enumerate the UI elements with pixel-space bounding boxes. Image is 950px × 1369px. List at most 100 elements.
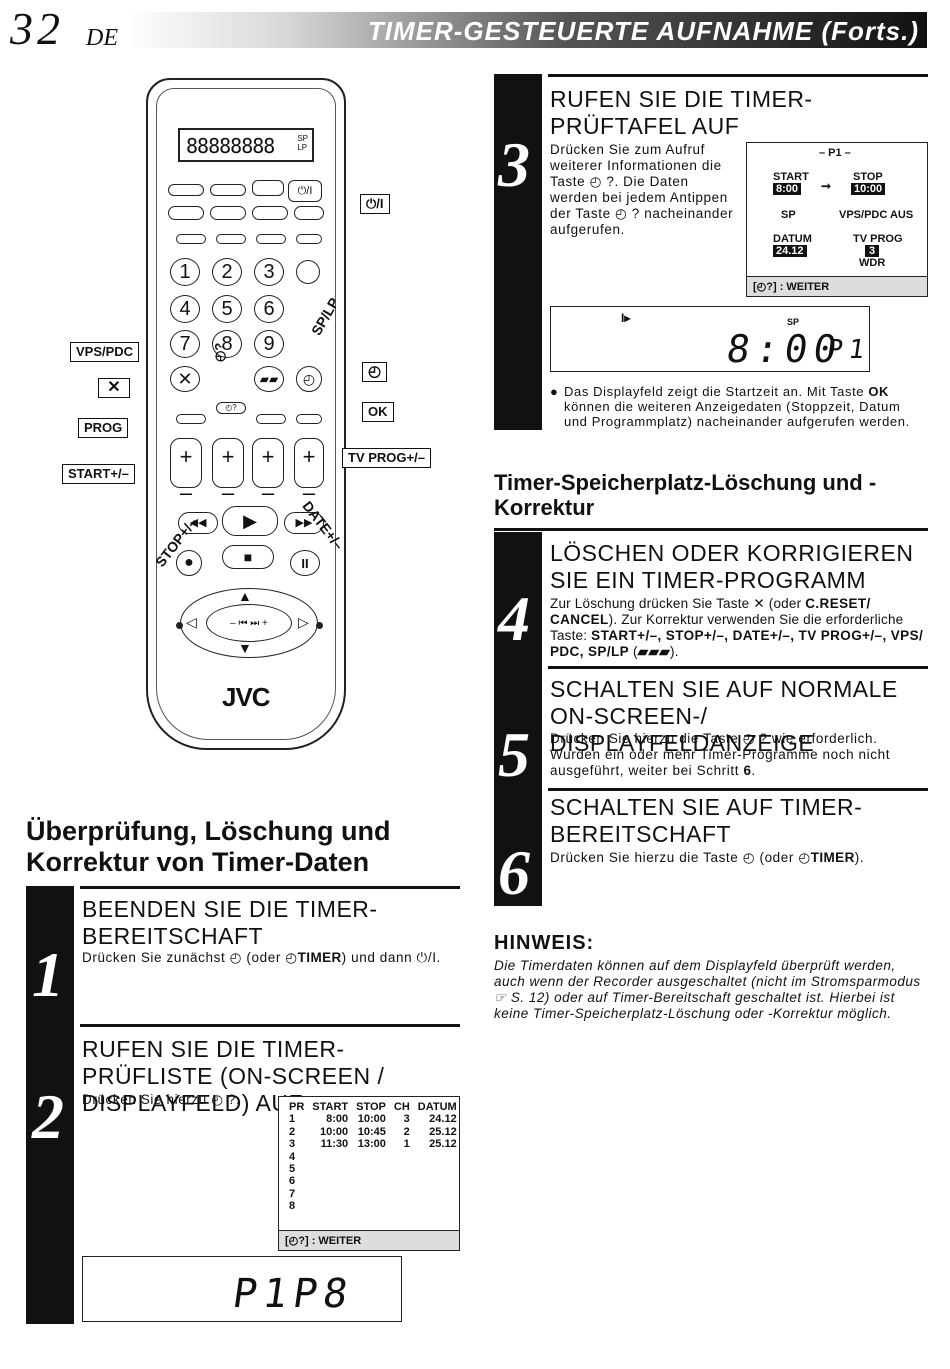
p1-datum-value: 24.12 <box>773 245 807 257</box>
keypad-9[interactable]: 9 <box>254 330 284 358</box>
display-p1p8: P1P8 <box>82 1256 402 1322</box>
prog-button[interactable] <box>176 414 206 424</box>
stop-button[interactable]: ■ <box>222 545 274 569</box>
callout-ok: OK <box>362 402 394 422</box>
p1-tvprog-station: WDR <box>859 257 886 269</box>
p1-tvprog-label: TV PROG <box>853 233 903 245</box>
step-5-text: Drücken Sie hierzu die Taste ◴ ? wie erf… <box>550 731 891 778</box>
display-p1p8-text: P1P8 <box>229 1271 357 1317</box>
lcd-sp: SP <box>297 134 308 143</box>
display-sp: SP <box>787 317 800 327</box>
callout-vps-pdc: VPS/PDC <box>70 342 140 362</box>
remote-row2-button-3[interactable] <box>252 206 288 220</box>
pause-button[interactable]: II <box>290 550 320 576</box>
step-3-title: RUFEN SIE DIE TIMER-PRÜFTAFEL AUF <box>550 86 813 139</box>
p1-stop-value: 10:00 <box>851 183 886 195</box>
record-button[interactable]: ● <box>176 550 202 576</box>
fast-forward-button[interactable]: ▶▶ <box>284 512 324 534</box>
rule-step6 <box>548 788 928 791</box>
label-timer-check: ◴? <box>212 342 227 362</box>
display-start-time: I▸ SP 8:00 P1 <box>550 306 872 372</box>
navigation-center[interactable]: – ⏮ ⏭ + <box>206 604 292 642</box>
keypad-6[interactable]: 6 <box>254 295 284 323</box>
keypad-5[interactable]: 5 <box>212 295 242 323</box>
brand-logo: JVC <box>222 682 271 712</box>
callout-cancel: ✕ <box>98 378 130 398</box>
timer-check-button[interactable]: ◴? <box>216 402 246 414</box>
stop-plus-minus-button[interactable]: +– <box>212 438 244 505</box>
step-3-text: Drücken Sie zum Aufruf weiterer Informat… <box>550 142 734 237</box>
step-2-number: 2 <box>32 1081 64 1152</box>
lcd-digits: 88888888 <box>186 134 275 158</box>
sp-lp-button[interactable]: ▰▰ <box>254 366 284 392</box>
remote-row3-button-1[interactable] <box>176 234 206 244</box>
start-plus-minus-button[interactable]: +– <box>170 438 202 505</box>
p1-tvprog-value: 3 <box>865 245 879 257</box>
p1-datum-label: DATUM <box>773 233 812 245</box>
table-row: 7 <box>289 1187 296 1200</box>
remote-top-button-3[interactable] <box>252 180 284 196</box>
p1-sp: SP <box>781 209 796 221</box>
callout-prog: PROG <box>78 418 129 438</box>
rule-subheading <box>494 528 928 531</box>
table-row: 5 <box>289 1163 296 1176</box>
rule-step3 <box>548 74 928 77</box>
step-3-number: 3 <box>498 129 530 200</box>
display-icon: I▸ <box>621 311 631 325</box>
header-bar: TIMER-GESTEUERTE AUFNAHME (Forts.) <box>125 12 927 48</box>
remote-row3-button-4[interactable] <box>296 234 322 244</box>
keypad-2[interactable]: 2 <box>212 258 242 286</box>
note-heading: HINWEIS: <box>494 932 595 954</box>
callout-power: ⏻/I <box>360 194 390 214</box>
remote-row3-button-3[interactable] <box>256 234 286 244</box>
p1-vps: VPS/PDC AUS <box>839 209 914 221</box>
keypad-7[interactable]: 7 <box>170 330 200 358</box>
keypad-8[interactable]: 8 <box>212 330 242 358</box>
power-button[interactable]: ⏻/I <box>288 180 322 202</box>
p1-start-value: 8:00 <box>773 183 802 195</box>
keypad-3[interactable]: 3 <box>254 258 284 286</box>
remote-row2-button-4[interactable] <box>294 206 324 220</box>
mid-button-3[interactable] <box>256 414 286 424</box>
step-4-title: LÖSCHEN ODER KORRIGIEREN SIE EIN TIMER-P… <box>550 540 914 593</box>
keypad-4[interactable]: 4 <box>170 295 200 323</box>
p1-title: – P1 – <box>819 147 851 159</box>
remote-row2-button-1[interactable] <box>168 206 204 220</box>
remote-top-button-2[interactable] <box>210 184 246 196</box>
nav-right-icon: ▷ <box>298 614 309 630</box>
callout-start: START+/– <box>62 464 135 484</box>
play-button[interactable]: ▶ <box>222 506 278 536</box>
section-heading-check: Überprüfung, Löschung und Korrektur von … <box>26 816 391 877</box>
nav-left-icon: ◁ <box>186 614 197 630</box>
table-row: 4 <box>289 1150 296 1163</box>
arrow-icon: ➞ <box>821 179 832 193</box>
remote-row3-button-2[interactable] <box>216 234 246 244</box>
callout-timer: ◴ <box>362 362 388 382</box>
step-4-text: Zur Löschung drücken Sie Taste ✕ (oder C… <box>550 596 924 659</box>
step-4-number: 4 <box>498 583 530 654</box>
step-bar-3 <box>494 74 542 430</box>
keypad-extra-top[interactable] <box>296 260 320 284</box>
step-5-title: SCHALTEN SIE AUF NORMALE ON-SCREEN-/ DIS… <box>550 676 898 756</box>
step-5-number: 5 <box>498 719 530 790</box>
bullet-icon: ● <box>550 384 559 399</box>
remote-dot-right <box>316 622 323 629</box>
language-tag: DE <box>86 25 118 51</box>
cancel-button[interactable]: ✕ <box>170 366 200 392</box>
remote-top-button-1[interactable] <box>168 184 204 196</box>
date-plus-minus-button[interactable]: +– <box>252 438 284 505</box>
keypad-1[interactable]: 1 <box>170 258 200 286</box>
ok-button[interactable] <box>296 414 322 424</box>
remote-row2-button-2[interactable] <box>210 206 246 220</box>
step-6-title: SCHALTEN SIE AUF TIMER-BEREITSCHAFT <box>550 794 863 847</box>
rewind-button[interactable]: ◀◀ <box>178 512 218 534</box>
timer-button[interactable]: ◴ <box>296 366 322 392</box>
nav-up-icon: ▲ <box>238 588 252 604</box>
p1-stop-label: STOP <box>853 171 883 183</box>
tvprog-plus-minus-button[interactable]: +– <box>294 438 324 505</box>
bullet-note: ●Das Displayfeld zeigt die Startzeit an.… <box>550 384 910 429</box>
step-6-number: 6 <box>498 837 530 908</box>
step-1-number: 1 <box>32 939 64 1010</box>
table-row: 6 <box>289 1175 296 1188</box>
